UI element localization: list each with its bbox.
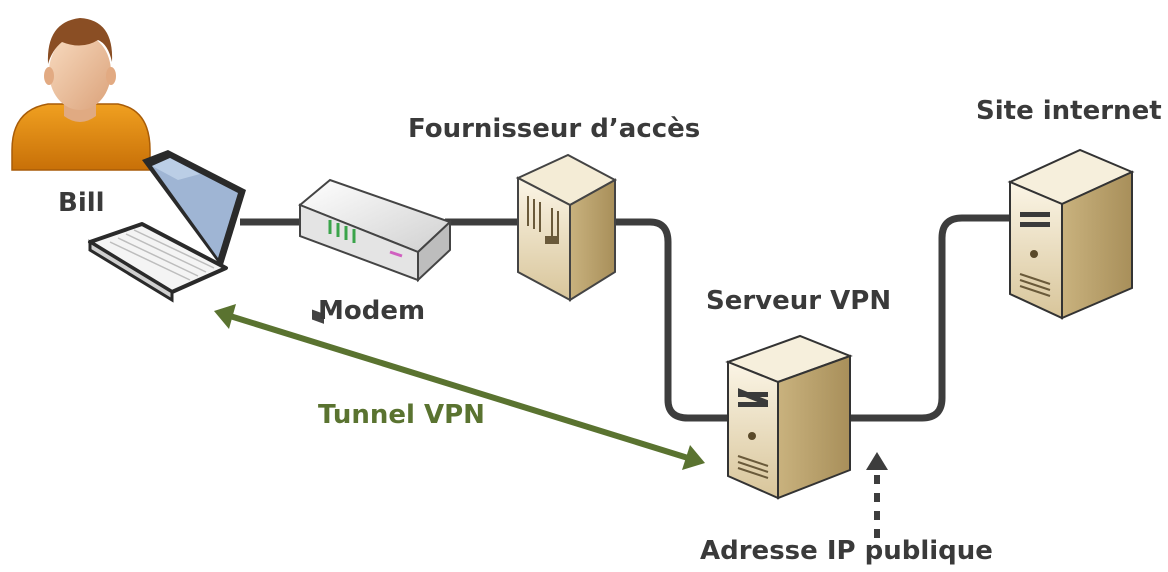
laptop-icon: [88, 150, 246, 303]
isp-label: Fournisseur d’accès: [408, 114, 701, 144]
tunnel-label: Tunnel VPN: [318, 400, 485, 430]
vpn-server-label: Serveur VPN: [706, 286, 892, 316]
vpn-server-icon: [725, 334, 853, 500]
link-vpn-web: [850, 214, 1015, 422]
web-server-icon: [1007, 148, 1135, 320]
user-label: Bill: [58, 188, 105, 218]
link-isp-vpn: [615, 218, 730, 422]
tunnel-arrow: [214, 304, 705, 470]
isp-server-icon: [515, 153, 618, 302]
network-links: [240, 214, 1015, 422]
user-icon: [11, 18, 151, 171]
public-ip-label: Adresse IP publique: [700, 536, 993, 566]
modem-label: Modem: [318, 296, 426, 326]
modem-icon: [298, 178, 452, 324]
public-ip-arrow: [866, 452, 888, 538]
website-label: Site internet: [976, 96, 1162, 126]
